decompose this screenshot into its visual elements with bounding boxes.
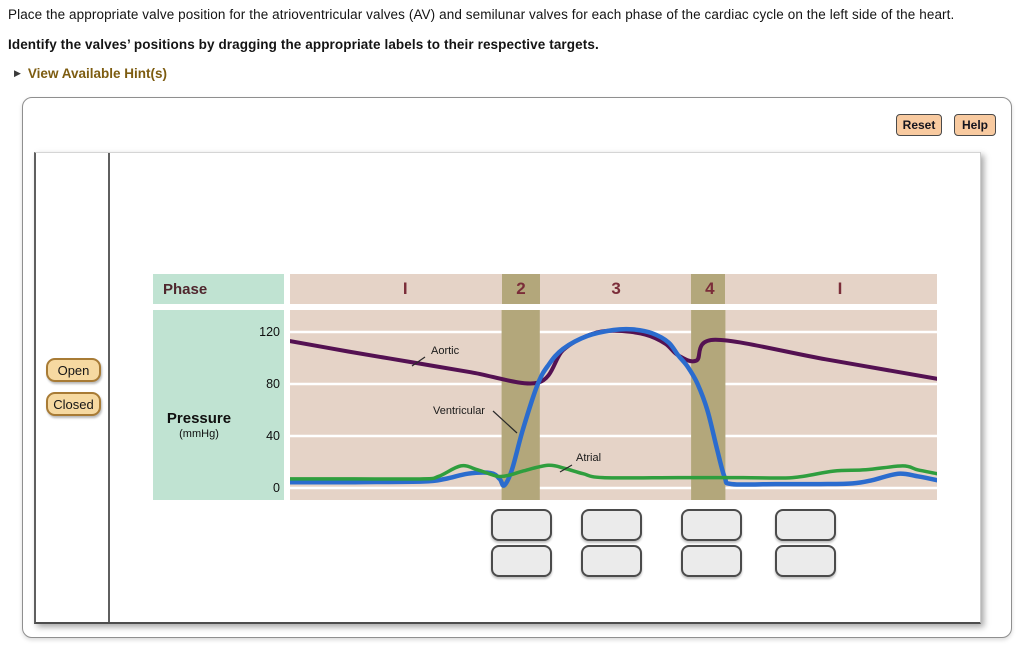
view-hints-link[interactable]: View Available Hint(s) xyxy=(27,66,167,81)
y-axis-label: Pressure xyxy=(166,410,232,427)
activity-panel: Reset Help Open Closed Phase I 2 3 4 I Press… xyxy=(22,97,1012,638)
y-axis-title: Pressure (mmHg) xyxy=(159,410,239,440)
drag-label-closed[interactable]: Closed xyxy=(46,392,101,416)
phase-band-header xyxy=(691,274,726,304)
drop-target-r2-c2[interactable] xyxy=(581,545,642,577)
drop-target-r1-c2[interactable] xyxy=(581,509,642,541)
drop-target-r2-c3[interactable] xyxy=(681,545,742,577)
workspace: Open Closed Phase I 2 3 4 I Pressure (mmHg) … xyxy=(34,152,981,624)
drag-bin-divider xyxy=(108,153,110,622)
drop-target-r1-c1[interactable] xyxy=(491,509,552,541)
instruction-subtext: Identify the valves’ positions by draggi… xyxy=(8,37,599,52)
drop-target-r2-c1[interactable] xyxy=(491,545,552,577)
y-tick-80: 80 xyxy=(266,377,280,391)
curve-pointer xyxy=(411,356,426,367)
drag-label-open[interactable]: Open xyxy=(46,358,101,382)
phase-band-header xyxy=(501,274,540,304)
hint-row: ▶ View Available Hint(s) xyxy=(14,66,167,81)
curve-label: Atrial xyxy=(576,452,601,464)
y-axis-units: (mmHg) xyxy=(179,428,219,440)
reset-button[interactable]: Reset xyxy=(896,114,942,136)
drop-target-r2-c4[interactable] xyxy=(775,545,836,577)
drop-target-r1-c4[interactable] xyxy=(775,509,836,541)
phase-strip: I 2 3 4 I xyxy=(290,274,937,304)
y-tick-40: 40 xyxy=(266,429,280,443)
drop-target-r1-c3[interactable] xyxy=(681,509,742,541)
phase-label-3: 3 xyxy=(611,279,621,298)
ventricular-curve xyxy=(290,326,937,488)
curve-pointer xyxy=(492,410,518,434)
hint-expand-icon[interactable]: ▶ xyxy=(14,68,21,78)
y-tick-0: 0 xyxy=(273,481,280,495)
curve-pointer xyxy=(559,464,573,473)
phase-label-5: I xyxy=(837,279,843,298)
cardiac-cycle-chart: Phase I 2 3 4 I Pressure (mmHg) 120 80 40 0 Aor… xyxy=(153,274,937,500)
phase-label-4: 4 xyxy=(705,279,715,298)
y-tick-120: 120 xyxy=(259,325,280,339)
instruction-text: Place the appropriate valve position for… xyxy=(8,7,955,22)
atrial-curve xyxy=(290,463,937,481)
phase-label-2: 2 xyxy=(516,279,526,298)
curve-label: Ventricular xyxy=(433,405,485,417)
phase-label-1: I xyxy=(402,279,408,298)
phase-header-box: Phase xyxy=(153,274,284,304)
aortic-curve xyxy=(290,328,937,386)
pressure-axis-box: Pressure (mmHg) 120 80 40 0 xyxy=(153,310,284,500)
help-button[interactable]: Help xyxy=(954,114,996,136)
phase-row-label: Phase xyxy=(163,280,208,298)
curve-label: Aortic xyxy=(431,345,460,357)
